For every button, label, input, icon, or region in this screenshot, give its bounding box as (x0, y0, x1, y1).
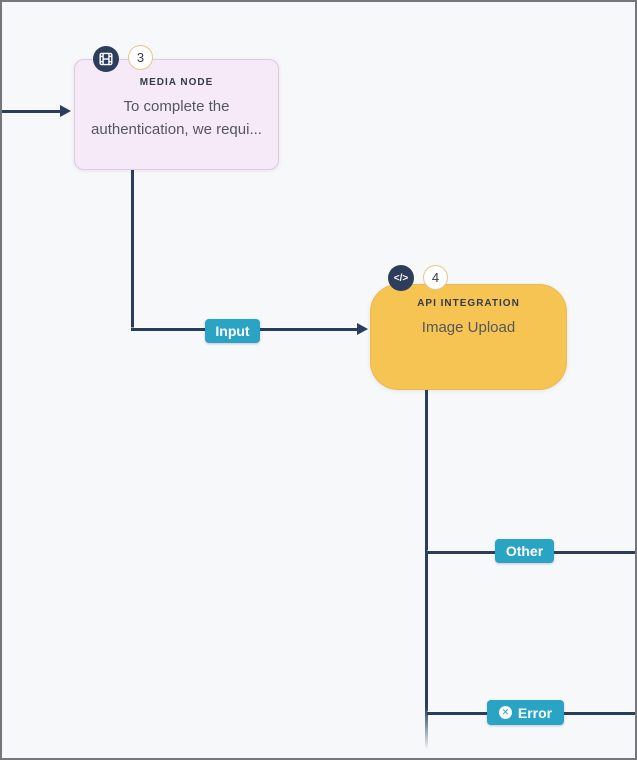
media-node[interactable]: 3 MEDIA NODE To complete the authenticat… (74, 45, 279, 170)
node-body-text: Image Upload (421, 319, 516, 336)
edge-media-to-api-arrowhead (357, 323, 368, 335)
error-x-icon: ✕ (498, 706, 512, 719)
edge-label-error[interactable]: ✕ Error (487, 700, 564, 725)
edge-api-output-vertical (425, 390, 428, 750)
api-integration-node[interactable]: </> 4 API INTEGRATION Image Upload (370, 265, 567, 390)
node-type-label: MEDIA NODE (139, 77, 214, 88)
node-number-badge: 3 (128, 45, 153, 70)
node-number: 4 (431, 270, 440, 285)
edge-label-other[interactable]: Other (495, 539, 554, 563)
edge-media-to-api-vertical (131, 170, 134, 331)
node-number: 3 (136, 50, 145, 65)
code-icon: </> (388, 265, 414, 291)
film-icon (93, 46, 119, 72)
edge-incoming-arrowhead (60, 105, 71, 117)
edge-label-input[interactable]: Input (205, 319, 260, 343)
node-body-text: To complete the authentication, we requi… (91, 98, 262, 138)
node-type-label: API INTEGRATION (417, 298, 520, 309)
edge-incoming-line (2, 110, 62, 113)
node-number-badge: 4 (423, 265, 448, 290)
